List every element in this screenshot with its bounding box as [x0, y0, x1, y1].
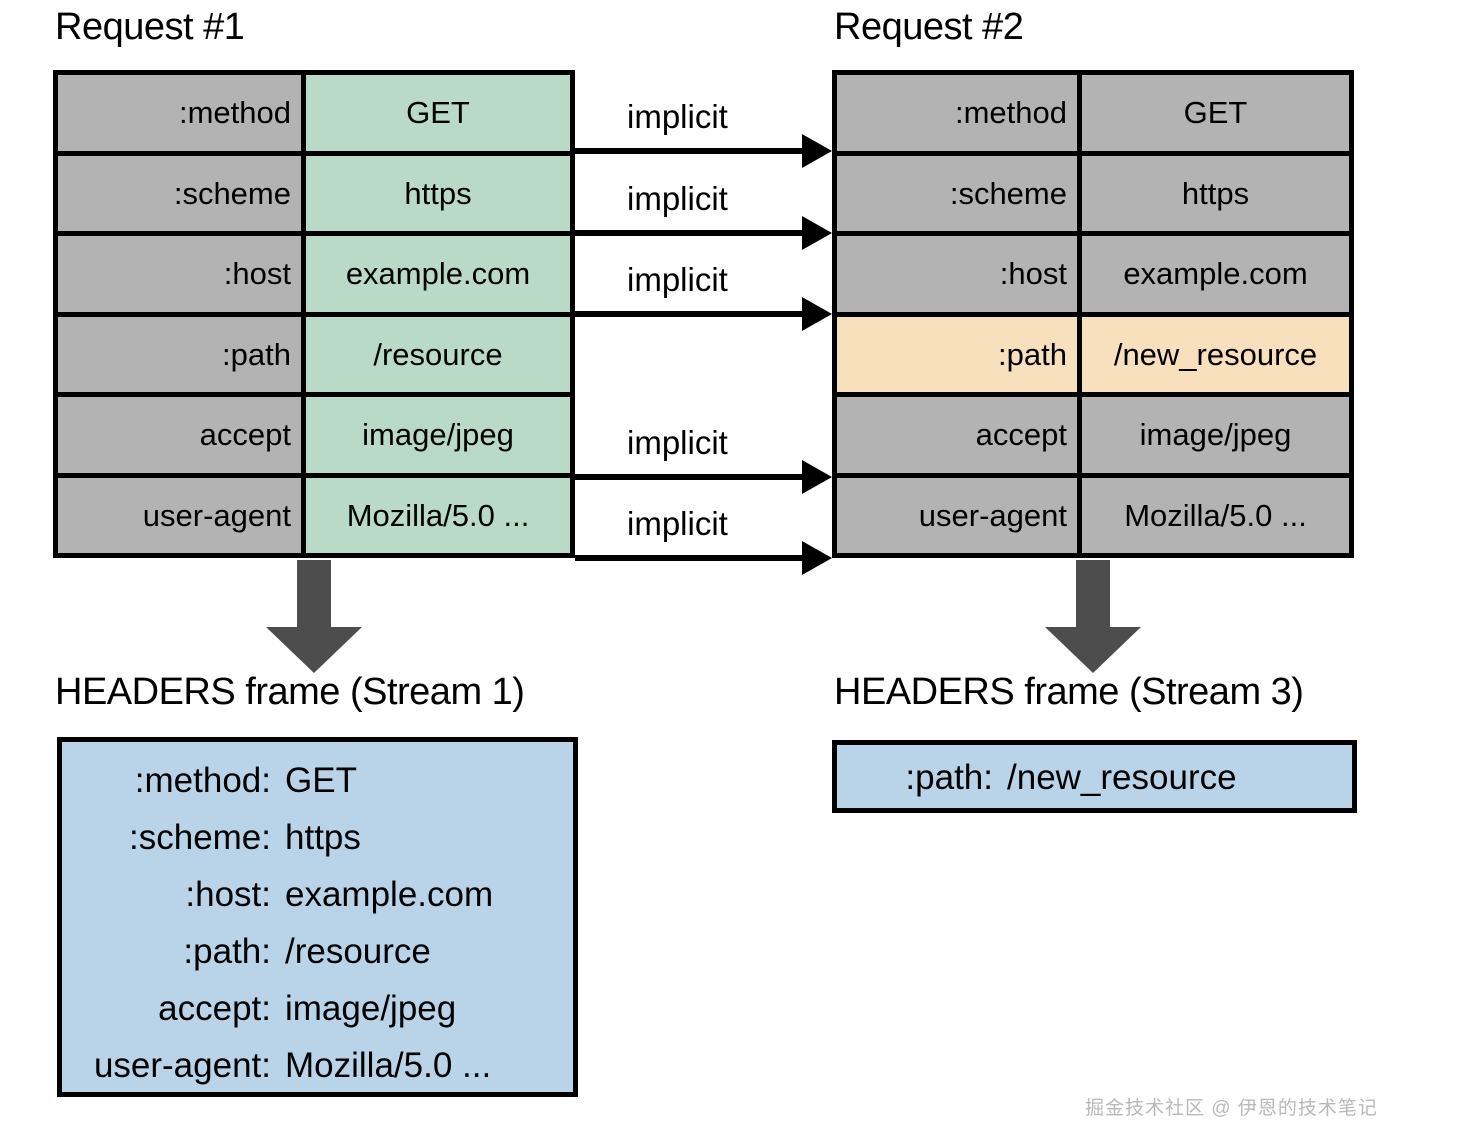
- header-name-cell: :scheme: [837, 155, 1077, 231]
- header-value-cell: GET: [1077, 75, 1349, 151]
- header-value-cell: GET: [301, 75, 570, 151]
- frame-header-key: user-agent:: [93, 1046, 271, 1085]
- header-name-cell: :path: [58, 316, 301, 392]
- frame-header-line: :path: /resource: [80, 923, 573, 980]
- header-name-cell: :host: [837, 236, 1077, 312]
- header-name-cell: :method: [837, 75, 1077, 151]
- header-value-cell: example.com: [301, 236, 570, 312]
- request2-to-frame2-arrow: [1045, 560, 1141, 673]
- header-name-cell: accept: [58, 397, 301, 473]
- header-value-cell: https: [301, 155, 570, 231]
- request1-to-frame1-arrow: [266, 560, 362, 673]
- implicit-arrow-label: implicit: [627, 98, 728, 135]
- frame-header-key: :host:: [185, 875, 271, 914]
- header-value-cell: Mozilla/5.0 ...: [301, 477, 570, 553]
- table-row: :path/resource: [58, 311, 570, 392]
- header-name-cell: :host: [58, 236, 301, 312]
- headers-frame-stream-1: :method: GET :scheme: https :host: example.co…: [57, 737, 578, 1097]
- headers-frame-stream-3: :path: /new_resource: [832, 740, 1357, 813]
- frame2-caption: HEADERS frame (Stream 3): [834, 671, 1304, 713]
- header-name-cell: accept: [837, 397, 1077, 473]
- implicit-arrow-head-icon: [802, 134, 832, 168]
- header-value-cell: /new_resource: [1077, 316, 1349, 392]
- header-value-cell: image/jpeg: [301, 397, 570, 473]
- implicit-arrow-head-icon: [802, 541, 832, 575]
- table-row: :path/new_resource: [837, 311, 1349, 392]
- frame-header-line: user-agent: Mozilla/5.0 ...: [80, 1037, 573, 1094]
- arrow-head: [1045, 627, 1141, 673]
- frame-header-value: /new_resource: [1007, 757, 1237, 797]
- frame-header-value: /resource: [285, 932, 431, 971]
- frame-header-value: Mozilla/5.0 ...: [285, 1046, 492, 1085]
- header-value-cell: https: [1077, 155, 1349, 231]
- arrow-head: [266, 627, 362, 673]
- header-name-cell: :path: [837, 316, 1077, 392]
- implicit-arrow-group: implicit implicit implicit implicit implicit: [575, 98, 832, 575]
- frame1-caption: HEADERS frame (Stream 1): [55, 671, 525, 713]
- implicit-arrow-label: implicit: [627, 505, 728, 542]
- frame-header-key: :path:: [183, 932, 271, 971]
- request1-caption: Request #1: [55, 6, 245, 48]
- header-name-cell: user-agent: [58, 477, 301, 553]
- frame-header-key: :path:: [905, 757, 993, 797]
- frame-header-value: GET: [285, 761, 357, 800]
- request2-caption: Request #2: [834, 6, 1024, 48]
- arrow-shaft: [1076, 560, 1110, 630]
- frame-header-line: accept: image/jpeg: [80, 980, 573, 1037]
- arrow-shaft: [297, 560, 331, 630]
- header-name-cell: :scheme: [58, 155, 301, 231]
- header-value-cell: Mozilla/5.0 ...: [1077, 477, 1349, 553]
- frame-header-key: :method:: [134, 761, 271, 800]
- implicit-arrow-head-icon: [802, 460, 832, 494]
- implicit-arrow-head-icon: [802, 297, 832, 331]
- frame-header-line: :scheme: https: [80, 809, 573, 866]
- implicit-arrow-line: [575, 311, 808, 317]
- frame-header-key: accept:: [158, 989, 271, 1028]
- frame-header-line: :path: /new_resource: [887, 752, 1352, 802]
- implicit-arrow-line: [575, 555, 808, 561]
- header-value-cell: image/jpeg: [1077, 397, 1349, 473]
- frame-header-value: image/jpeg: [285, 989, 457, 1028]
- implicit-arrow-label: implicit: [627, 424, 728, 461]
- implicit-arrow-head-icon: [802, 216, 832, 250]
- implicit-arrow-line: [575, 474, 808, 480]
- frame-header-value: https: [285, 818, 361, 857]
- implicit-arrow-line: [575, 148, 808, 154]
- header-value-cell: example.com: [1077, 236, 1349, 312]
- frame-header-line: :host: example.com: [80, 866, 573, 923]
- header-name-cell: user-agent: [837, 477, 1077, 553]
- header-name-cell: :method: [58, 75, 301, 151]
- implicit-arrow-line: [575, 230, 808, 236]
- implicit-arrow-label: implicit: [627, 180, 728, 217]
- frame-header-value: example.com: [285, 875, 494, 914]
- implicit-arrow-label: implicit: [627, 261, 728, 298]
- header-value-cell: /resource: [301, 316, 570, 392]
- watermark: 掘金技术社区 @ 伊恩的技术笔记: [1085, 1098, 1378, 1119]
- frame-header-line: :method: GET: [80, 752, 573, 809]
- frame-header-key: :scheme:: [129, 818, 271, 857]
